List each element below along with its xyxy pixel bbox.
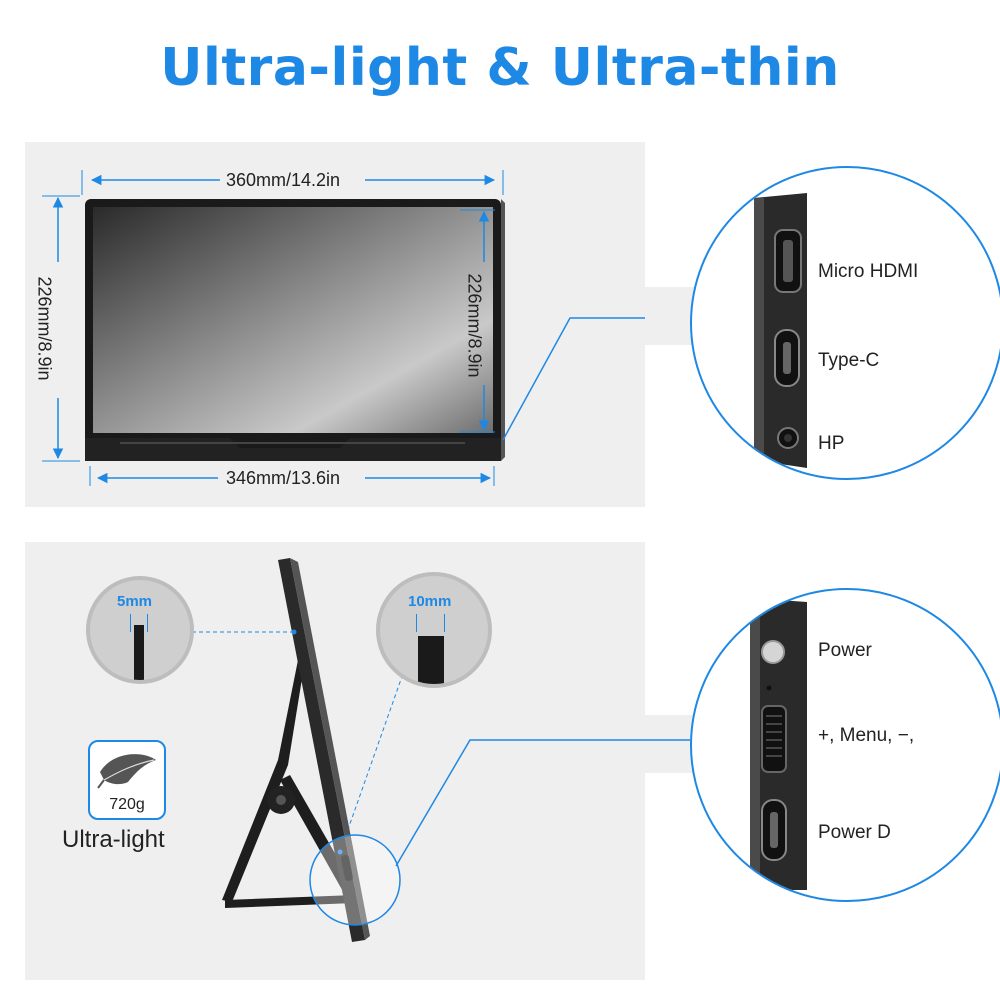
page-title: Ultra-light & Ultra-thin xyxy=(160,38,840,98)
port-label-hp: HP xyxy=(818,433,845,454)
button-label-power: Power xyxy=(818,640,872,661)
feather-icon xyxy=(97,754,156,789)
thickness-zoom-10mm xyxy=(376,572,492,688)
button-label-menu: +, Menu, −, xyxy=(818,725,915,746)
weight-label: Ultra-light xyxy=(62,826,165,853)
thickness-label-thick: 10mm xyxy=(408,593,452,610)
side-edge-illustration xyxy=(754,193,807,468)
thickness-label-thin: 5mm xyxy=(117,593,153,610)
edge-thin xyxy=(134,625,144,680)
ports-zoom-bottom: Power +, Menu, −, Power D xyxy=(690,588,1000,902)
side-buttons-illustration xyxy=(750,598,807,890)
port-label-type-c: Type-C xyxy=(818,350,880,371)
edge-thick xyxy=(418,636,444,684)
width-bottom-label: 346mm/13.6in xyxy=(222,468,345,489)
weight-badge: 720g xyxy=(88,740,166,820)
port-label-power-d: Power D xyxy=(818,822,891,843)
thickness-zoom-5mm xyxy=(86,576,194,684)
ports-zoom-top: Micro HDMI Type-C HP xyxy=(690,166,1000,480)
weight-value: 720g xyxy=(109,796,145,813)
width-top-label: 360mm/14.2in xyxy=(222,170,345,191)
port-label-micro-hdmi: Micro HDMI xyxy=(818,261,919,282)
